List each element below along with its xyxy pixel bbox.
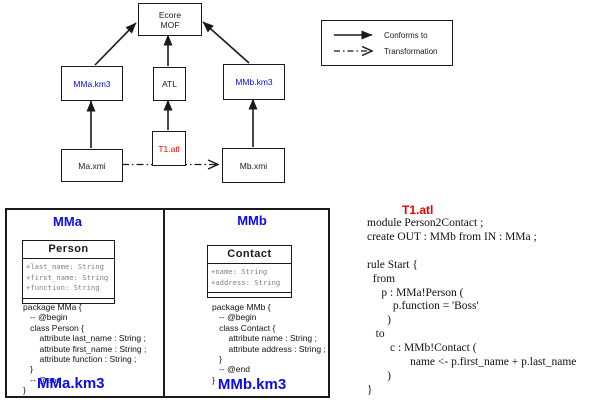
person-class-name: Person [23, 241, 114, 259]
legend-box: Conforms to Transformation [321, 20, 453, 66]
person-attribute: +first_name: String [26, 272, 109, 282]
legend-row-transformation: Transformation [322, 45, 452, 57]
contact-methods-compartment [208, 293, 291, 297]
node-mmb-km3: MMb.km3 [223, 64, 285, 100]
legend-conforms-label: Conforms to [384, 30, 428, 40]
panel-divider [163, 210, 166, 396]
contact-attribute: +name: String [211, 267, 268, 276]
transformation-arrow-icon [334, 45, 376, 57]
atl-code-title: T1.atl [402, 203, 434, 217]
megamodel-diagram: Ecore MOF MMa.km3 ATL MMb.km3 T1.atl Ma.… [0, 0, 310, 195]
mmb-title: MMb [237, 213, 267, 228]
legend-row-conforms: Conforms to [322, 29, 452, 41]
contact-attributes: +name: String +address: String [208, 264, 291, 293]
arrow-mmakm3-to-ecore [94, 22, 137, 66]
contact-attribute: +address: String [211, 277, 281, 287]
atl-code-listing: module Person2Contact ; create OUT : MMb… [367, 217, 577, 396]
arrow-mmbkm3-to-ecore [202, 21, 250, 64]
atl-code-section: T1.atl module Person2Contact ; create OU… [340, 200, 600, 403]
node-t1-atl: T1.atl [152, 131, 186, 166]
mma-km3-file-label: MMa.km3 [37, 375, 105, 392]
node-mb-xmi: Mb.xmi [222, 148, 285, 183]
conforms-to-arrow-icon [334, 30, 373, 40]
mma-km3-code: package MMa { -- @begin class Person { a… [23, 302, 147, 396]
node-ecore-line1: Ecore [158, 9, 182, 20]
node-ecore-line2: MOF [160, 19, 180, 30]
contact-class-name: Contact [208, 246, 291, 264]
legend-transformation-label: Transformation [384, 46, 438, 56]
uml-class-contact: Contact +name: String +address: String [207, 245, 292, 298]
mmb-km3-code: package MMb { -- @begin class Contact { … [212, 302, 326, 385]
mma-title: MMa [53, 214, 82, 229]
person-attribute: +function: String [26, 283, 100, 292]
metamodel-panel: MMa Person +last_name: String +first_nam… [5, 208, 330, 398]
node-atl: ATL [153, 67, 186, 101]
mmb-km3-file-label: MMb.km3 [217, 376, 287, 393]
person-attributes: +last_name: String +first_name: String +… [23, 259, 114, 299]
uml-class-person: Person +last_name: String +first_name: S… [22, 240, 115, 304]
node-mma-km3: MMa.km3 [61, 66, 123, 101]
person-attribute: +last_name: String [26, 262, 104, 271]
node-ma-xmi: Ma.xmi [61, 149, 123, 182]
node-ecore-mof: Ecore MOF [138, 3, 202, 36]
